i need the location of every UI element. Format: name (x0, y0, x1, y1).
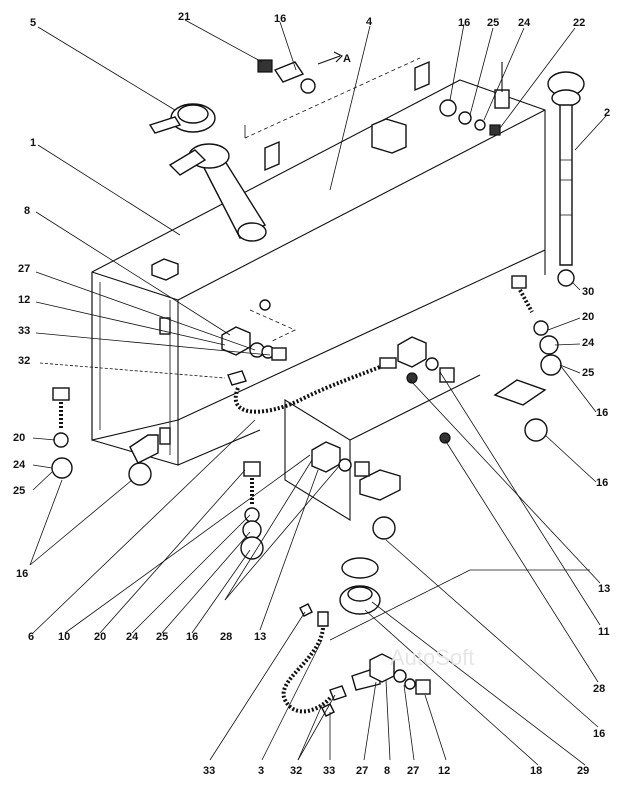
label-16-right-b: 16 (596, 477, 608, 489)
right-bolt-stack (493, 275, 562, 442)
label-22: 22 (573, 17, 585, 29)
label-12-upper: 12 (18, 294, 30, 306)
label-2: 2 (604, 107, 610, 119)
drain-plug (339, 557, 381, 615)
label-27-upper: 27 (18, 263, 30, 275)
label-13-right: 13 (598, 583, 610, 595)
label-16-right-a: 16 (596, 407, 608, 419)
filler-cap (148, 103, 216, 134)
label-32-upper: 32 (18, 355, 30, 367)
label-21: 21 (178, 11, 190, 23)
label-13-left: 13 (254, 631, 266, 643)
label-8-bottom: 8 (384, 765, 390, 777)
leader-lines (29, 19, 607, 766)
label-33-bottom: 33 (323, 765, 335, 777)
label-30: 30 (582, 286, 594, 298)
filler-neck (168, 143, 267, 242)
callout-labels: 5 21 16 4 A 16 25 24 22 2 1 8 27 12 33 3… (13, 11, 610, 777)
label-16-top-right: 16 (458, 17, 470, 29)
label-8-upper: 8 (24, 205, 30, 217)
right-middle-fittings (397, 336, 455, 444)
label-25-top: 25 (487, 17, 499, 29)
label-16-top: 16 (274, 13, 286, 25)
label-18: 18 (530, 765, 542, 777)
label-16-bottom: 16 (593, 728, 605, 740)
label-arrow-A: A (343, 53, 351, 65)
label-25-center: 25 (156, 631, 168, 643)
top-right-fittings (439, 62, 510, 136)
label-28-right: 28 (593, 683, 605, 695)
label-24-right: 24 (582, 337, 595, 349)
label-5: 5 (30, 17, 36, 29)
top-fitting (257, 51, 343, 94)
hose-6 (233, 357, 397, 414)
label-32-bottom: 32 (290, 765, 302, 777)
lower-hose-3 (281, 603, 431, 717)
fuel-tank (91, 57, 546, 466)
watermark: AutoSoft (390, 645, 474, 670)
label-20-center: 20 (94, 631, 106, 643)
lower-tank-section (284, 374, 481, 540)
label-12-bottom: 12 (438, 765, 450, 777)
label-4: 4 (366, 16, 373, 28)
label-28-left: 28 (220, 631, 232, 643)
label-33-bottom-left: 33 (203, 765, 215, 777)
label-33-upper: 33 (18, 325, 30, 337)
label-25-left: 25 (13, 485, 25, 497)
label-27-bottom-b: 27 (407, 765, 419, 777)
label-16-center: 16 (186, 631, 198, 643)
label-27-bottom-a: 27 (356, 765, 368, 777)
label-3: 3 (258, 765, 264, 777)
label-24-left: 24 (13, 459, 26, 471)
left-bolt-stack (51, 387, 152, 486)
label-6: 6 (28, 631, 34, 643)
label-24-center: 24 (126, 631, 139, 643)
label-24-top: 24 (518, 17, 531, 29)
upper-left-fitting (221, 299, 287, 386)
label-20-left: 20 (13, 432, 25, 444)
label-29: 29 (577, 765, 589, 777)
label-10: 10 (58, 631, 70, 643)
label-20-right: 20 (582, 311, 594, 323)
label-16-left: 16 (16, 568, 28, 580)
label-1: 1 (30, 137, 36, 149)
label-11: 11 (598, 626, 610, 638)
fuel-level-gauge (547, 71, 585, 287)
center-bolt-stack (240, 461, 264, 560)
label-25-right: 25 (582, 367, 594, 379)
